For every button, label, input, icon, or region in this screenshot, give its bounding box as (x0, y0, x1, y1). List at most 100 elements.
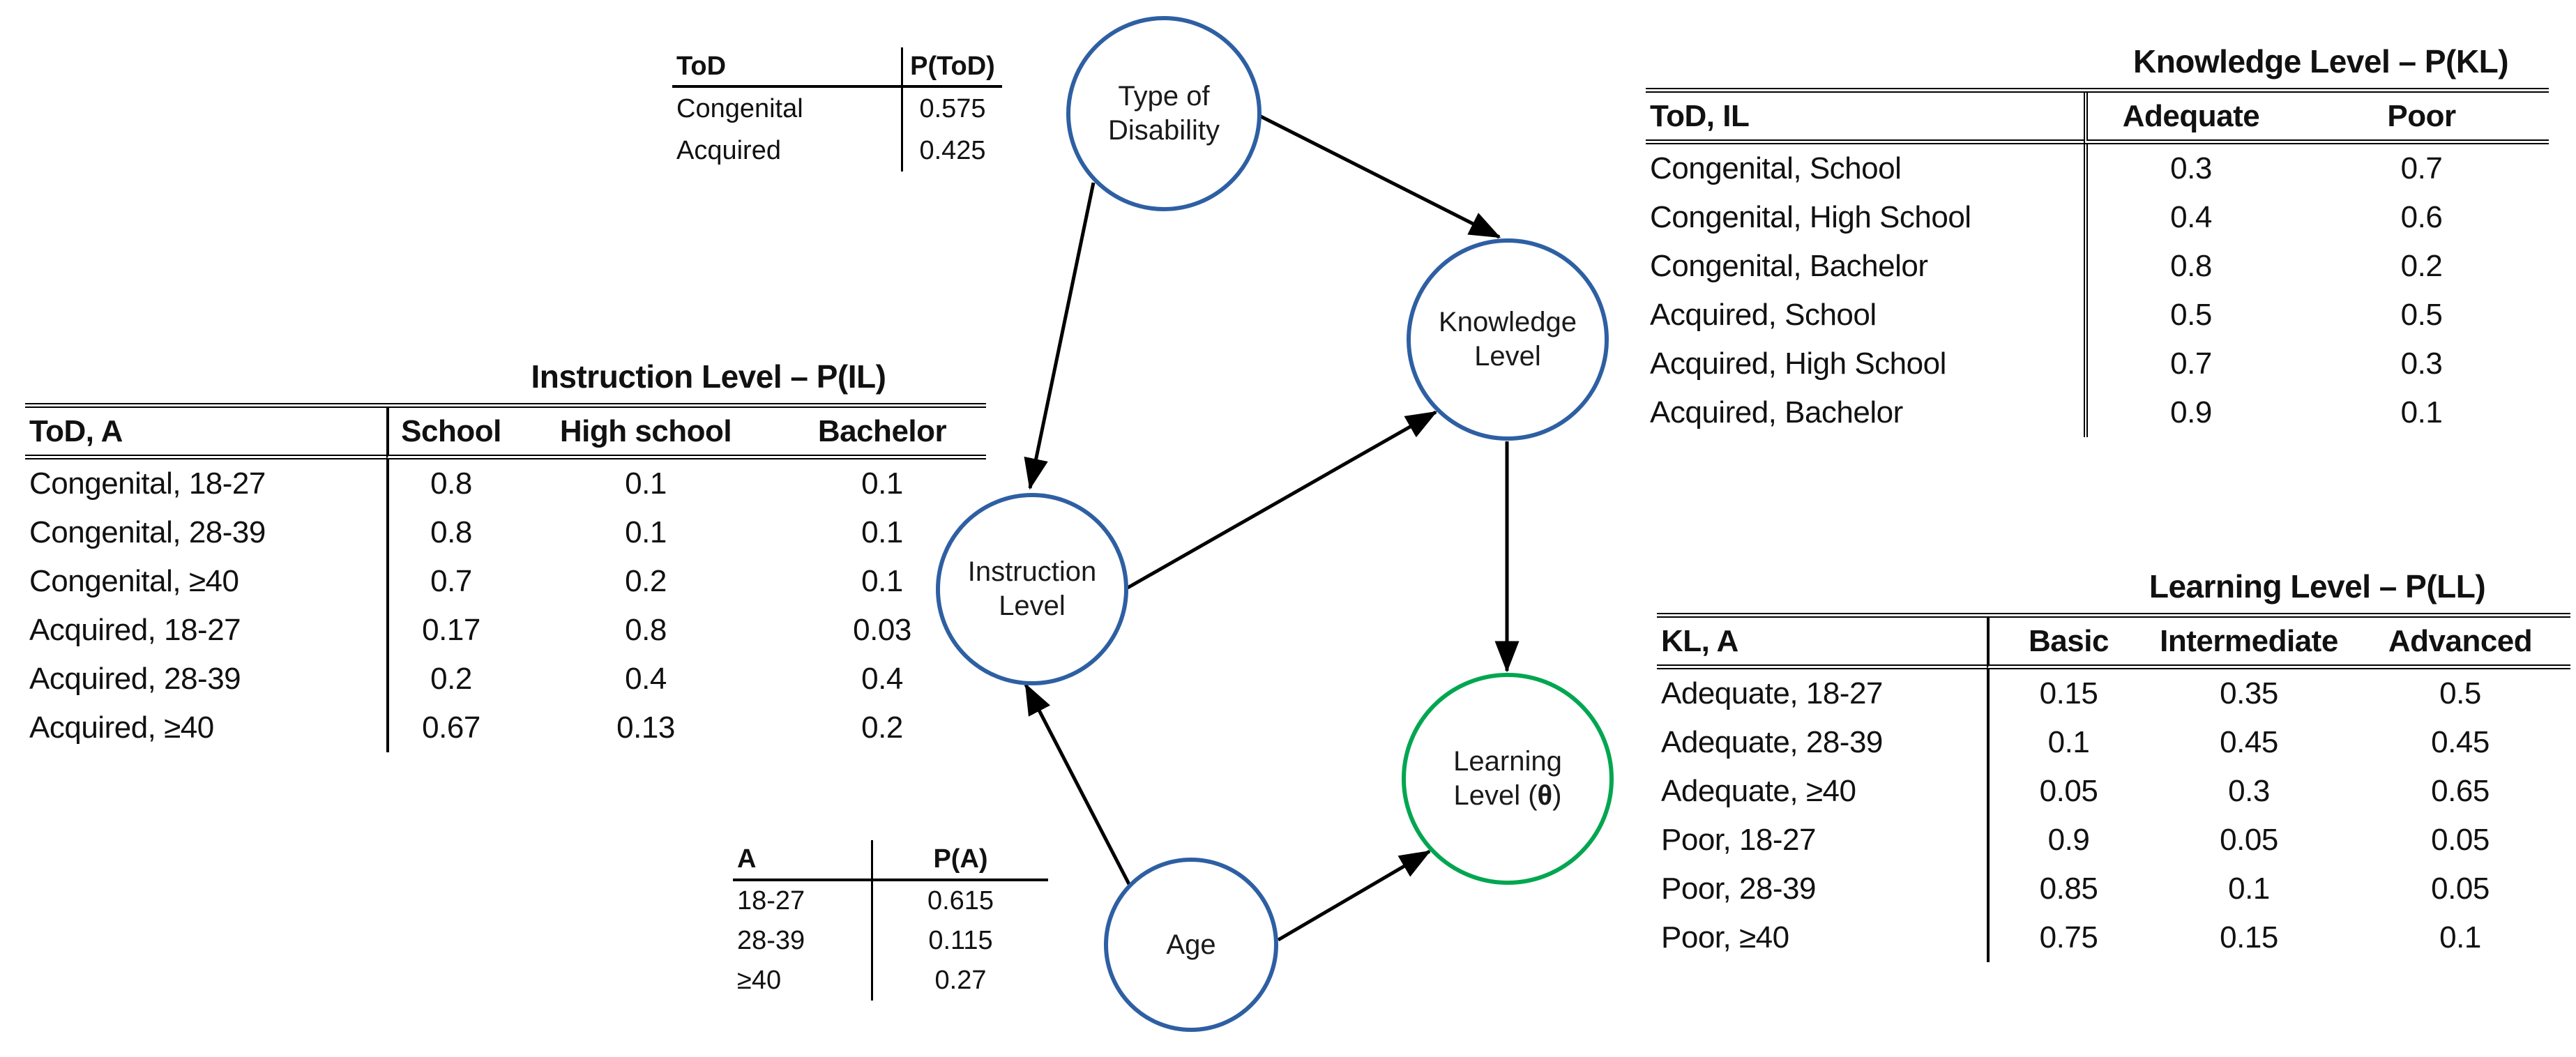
value-cell: 0.2 (2400, 249, 2443, 283)
value-cell: 0.1 (625, 466, 667, 501)
node-label: Level (θ) (1453, 780, 1562, 811)
column-header: ToD, IL (1646, 93, 2084, 144)
value-cell: 0.425 (901, 130, 1002, 172)
value-cell: 0.17 (386, 606, 513, 655)
value-cell: 0.2 (861, 710, 903, 745)
value-cell: 0.45 (2431, 725, 2490, 759)
value-cell: 0.15 (2220, 920, 2278, 955)
column-header: ToD, A (25, 408, 386, 459)
edge-age-to-ll (1277, 849, 1432, 942)
edge-il-to-kl (1126, 410, 1438, 590)
row-label-cell: Congenital, 18-27 (29, 466, 266, 501)
value-cell: 0.8 (625, 613, 667, 647)
value-cell: 0.5 (2084, 291, 2294, 340)
node-label: Level (999, 591, 1066, 621)
value-cell: 0.7 (2084, 340, 2294, 388)
value-cell: 0.1 (2228, 872, 2270, 906)
column-header: Basic (1987, 618, 2148, 669)
value-cell: 0.8 (386, 459, 513, 508)
row-label-cell: Acquired, 18-27 (29, 613, 241, 647)
value-cell: 0.7 (2400, 151, 2443, 185)
value-cell: 0.03 (853, 613, 911, 647)
node-label: Type of (1118, 81, 1210, 112)
row-label-cell: Congenital, Bachelor (1650, 249, 1928, 283)
row-label-cell: Acquired, ≥40 (29, 710, 214, 745)
column-header: Adequate (2084, 93, 2294, 144)
value-cell: 0.13 (616, 710, 675, 745)
row-label-cell: Adequate, 28-39 (1661, 725, 1883, 759)
node-instruction-level: Instruction Level (936, 493, 1128, 685)
row-label-cell: Acquired, 28-39 (29, 662, 241, 696)
value-cell: 0.15 (1987, 669, 2148, 718)
value-cell: 0.35 (2220, 676, 2278, 710)
row-label-cell: Congenital, High School (1650, 200, 1971, 234)
cpt-instruction-level: Instruction Level – P(IL) ToD, A School … (25, 360, 986, 752)
column-header: Bachelor (778, 408, 986, 459)
row-label-cell: Acquired, Bachelor (1650, 395, 1903, 429)
column-header: P(ToD) (901, 47, 1002, 88)
value-cell: 0.75 (1987, 913, 2148, 962)
value-cell: 0.1 (861, 564, 903, 598)
cpt-learning-level: Learning Level – P(LL) KL, A Basic Inter… (1657, 570, 2570, 962)
value-cell: 0.615 (871, 881, 1048, 921)
row-label-cell: Congenital, 28-39 (29, 515, 266, 549)
table-title: Learning Level – P(LL) (2149, 568, 2486, 604)
value-cell: 0.8 (386, 508, 513, 557)
value-cell: 0.1 (2439, 920, 2481, 955)
edge-tod-to-kl (1258, 114, 1501, 239)
value-cell: 0.5 (2400, 298, 2443, 332)
node-learning-level: Learning Level (θ) (1402, 673, 1614, 885)
row-label-cell: Congenital (676, 93, 803, 123)
value-cell: 0.7 (386, 557, 513, 606)
column-header: P(A) (871, 840, 1048, 881)
column-header: ToD (672, 47, 901, 88)
value-cell: 0.65 (2431, 774, 2490, 808)
table-title: Instruction Level – P(IL) (531, 358, 886, 395)
node-label: Instruction (967, 556, 1097, 588)
value-cell: 0.4 (2084, 193, 2294, 242)
value-cell: 0.1 (861, 515, 903, 549)
value-cell: 0.45 (2220, 725, 2278, 759)
value-cell: 0.2 (386, 655, 513, 704)
node-label: Disability (1107, 115, 1220, 146)
column-header: KL, A (1657, 618, 1987, 669)
node-type-of-disability: Type of Disability (1066, 16, 1262, 211)
value-cell: 0.9 (1987, 816, 2148, 865)
value-cell: 0.575 (901, 88, 1002, 130)
row-label-cell: 28-39 (737, 926, 805, 955)
node-age: Age (1104, 858, 1278, 1032)
value-cell: 0.85 (1987, 865, 2148, 913)
table-title: Knowledge Level – P(KL) (2132, 43, 2509, 79)
value-cell: 0.1 (625, 515, 667, 549)
value-cell: 0.115 (871, 921, 1048, 961)
node-label: Age (1166, 929, 1216, 960)
value-cell: 0.8 (2084, 242, 2294, 291)
row-label-cell: Adequate, ≥40 (1661, 774, 1856, 808)
node-label: Knowledge (1439, 307, 1577, 338)
row-label-cell: Acquired (676, 135, 781, 165)
row-label-cell: Poor, ≥40 (1661, 920, 1789, 955)
value-cell: 0.6 (2400, 200, 2443, 234)
column-header: High school (513, 408, 778, 459)
node-label: Level (1474, 341, 1541, 372)
row-label-cell: 18-27 (737, 886, 805, 915)
value-cell: 0.4 (861, 662, 903, 696)
node-knowledge-level: Knowledge Level (1407, 238, 1609, 441)
row-label-cell: Acquired, High School (1650, 347, 1946, 381)
row-label-cell: Adequate, 18-27 (1661, 676, 1883, 710)
value-cell: 0.1 (1987, 718, 2148, 767)
value-cell: 0.9 (2084, 388, 2294, 437)
column-header: A (733, 840, 871, 881)
theta-symbol: θ (1537, 780, 1553, 811)
value-cell: 0.1 (2400, 395, 2443, 429)
cpt-knowledge-level: Knowledge Level – P(KL) ToD, IL Adequate… (1646, 45, 2549, 437)
row-label-cell: Congenital, School (1650, 151, 1902, 185)
value-cell: 0.1 (861, 466, 903, 501)
value-cell: 0.4 (625, 662, 667, 696)
value-cell: 0.3 (2228, 774, 2270, 808)
row-label-cell: ≥40 (737, 966, 782, 995)
